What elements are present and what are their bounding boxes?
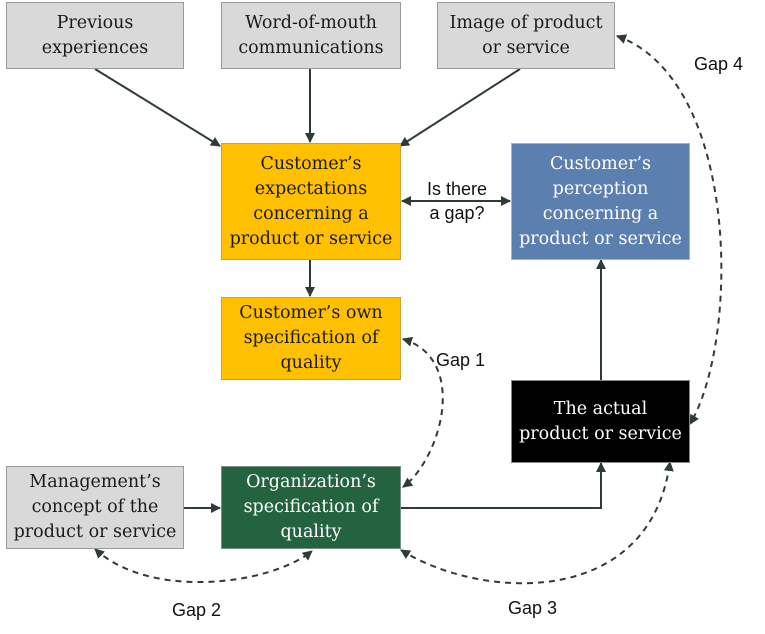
arrow-image-to-expectations xyxy=(399,68,521,147)
image-of-product-box: Image of product or service xyxy=(437,2,615,69)
actual-product-box: The actual product or service xyxy=(511,380,690,463)
previous-experiences-box: Previous experiences xyxy=(6,2,184,69)
gap3-label: Gap 3 xyxy=(508,598,558,618)
management-concept-box: Management’s concept of the product or s… xyxy=(6,466,184,549)
gap2-label: Gap 2 xyxy=(172,600,222,620)
organization-specification-box: Organization’s specification of quality xyxy=(221,466,401,549)
arrow-org-spec-to-actual xyxy=(401,462,606,509)
customer-perception-box: Customer’s perception concerning a produ… xyxy=(511,143,690,260)
customer-expectations-box: Customer’s expectations concerning a pro… xyxy=(221,143,401,260)
customer-own-specification-box: Customer’s own specification of quality xyxy=(221,297,401,380)
arrow-previous-to-expectations xyxy=(94,68,221,147)
gap3-dashed-arrow xyxy=(400,461,674,585)
gap2-dashed-arrow xyxy=(94,548,313,583)
gap1-label: Gap 1 xyxy=(436,350,486,370)
word-of-mouth-box: Word-of-mouth communications xyxy=(221,2,401,69)
gap4-label: Gap 4 xyxy=(694,54,744,74)
is-there-a-gap-label: Is there a gap? xyxy=(426,179,488,223)
